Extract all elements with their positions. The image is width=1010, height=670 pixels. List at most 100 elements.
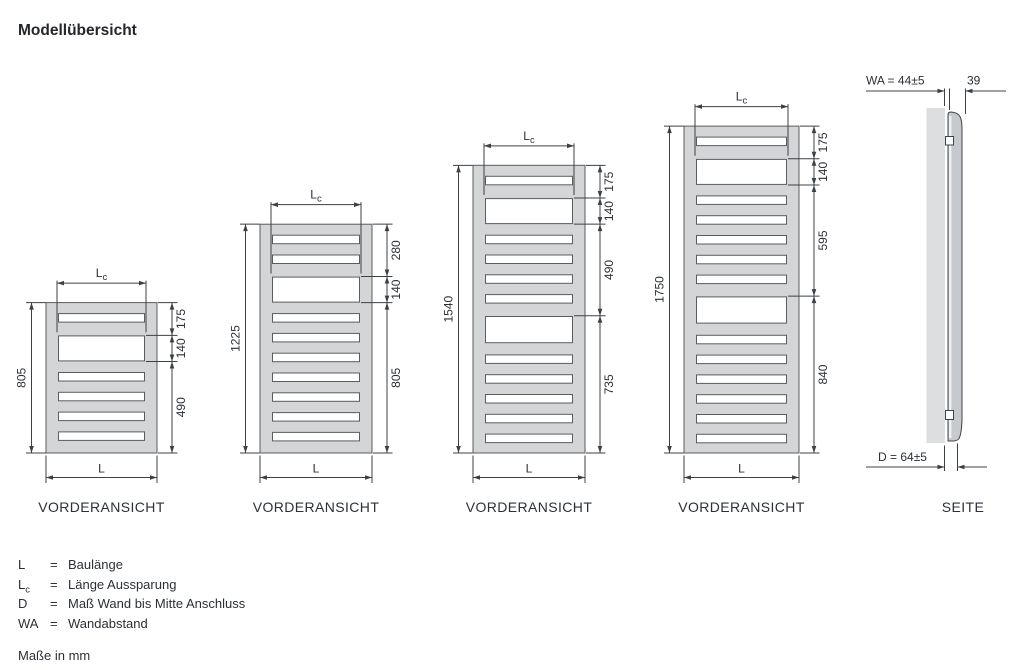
dim-arrow bbox=[271, 202, 278, 207]
dim-arrow bbox=[597, 198, 603, 206]
dim-arrow bbox=[811, 184, 817, 192]
legend-equals: = bbox=[50, 576, 58, 592]
cutout-dim-label: Lc bbox=[310, 188, 322, 205]
radiator-slot bbox=[58, 411, 145, 422]
cutout-dim-label: Lc bbox=[736, 90, 748, 107]
radiator-slot bbox=[58, 391, 145, 402]
dim-arrow bbox=[597, 224, 603, 232]
height-dim-label: 1540 bbox=[442, 295, 456, 322]
dim-arrow bbox=[384, 295, 390, 303]
legend-row-l: L = Baulänge bbox=[18, 555, 245, 575]
radiator-slot bbox=[58, 313, 145, 323]
dim-arrow bbox=[965, 88, 973, 94]
legend-desc: Wandabstand bbox=[68, 615, 148, 631]
height-dim-label: 1750 bbox=[653, 276, 667, 303]
legend-desc: Baulänge bbox=[68, 557, 123, 572]
page-title: Modellübersicht bbox=[18, 22, 137, 39]
dim-arrow bbox=[811, 289, 817, 297]
dim-arrow bbox=[811, 296, 817, 304]
cutout-subscript: c bbox=[317, 194, 322, 205]
radiator-slot bbox=[696, 136, 787, 147]
dim-arrow bbox=[384, 224, 390, 232]
dim-arrow bbox=[169, 361, 175, 369]
dim-arrow bbox=[169, 335, 175, 343]
section-dim-label: 140 bbox=[174, 338, 188, 358]
radiator-slot bbox=[272, 352, 360, 363]
dim-arrow bbox=[811, 126, 817, 134]
legend-symbol: WA bbox=[18, 615, 39, 631]
radiator-slot bbox=[696, 195, 787, 205]
section-dim-label: 140 bbox=[816, 162, 830, 182]
cutout-symbol: L bbox=[310, 188, 317, 202]
legend-symbol: Lc bbox=[18, 576, 30, 596]
cutout-symbol: L bbox=[736, 90, 743, 104]
dim-arrow bbox=[597, 165, 603, 173]
radiator-slot bbox=[696, 334, 787, 345]
section-dim-label: 490 bbox=[602, 260, 616, 280]
cutout-subscript: c bbox=[530, 135, 535, 146]
radiator-opening bbox=[696, 158, 787, 185]
dim-arrow bbox=[57, 280, 64, 286]
radiator-opening bbox=[485, 316, 573, 344]
radiator-slot bbox=[696, 394, 787, 404]
dim-arrow bbox=[384, 276, 390, 284]
legend-symbol: L bbox=[18, 557, 26, 572]
legend-desc: Maß Wand bis Mitte Anschluss bbox=[68, 596, 246, 611]
dim-arrow bbox=[29, 446, 34, 453]
radiator-slot bbox=[58, 431, 145, 441]
section-dim-label: 490 bbox=[174, 397, 188, 417]
wa-dim-label: WA = 44±5 bbox=[866, 74, 925, 88]
dim-arrow bbox=[684, 475, 691, 480]
dim-arrow bbox=[243, 446, 248, 453]
dim-arrow bbox=[484, 143, 491, 149]
radiator-opening bbox=[485, 198, 573, 225]
dim-arrow bbox=[811, 446, 817, 453]
legend-equals: = bbox=[50, 615, 58, 631]
cutout-dim-label: Lc bbox=[523, 129, 535, 146]
section-dim-label: 140 bbox=[602, 201, 616, 221]
radiator-slot bbox=[485, 234, 573, 245]
view-label-side: SEITE bbox=[941, 499, 985, 515]
side-view: WA = 44±5 39 D = 64±5 bbox=[866, 74, 1006, 471]
radiator-slot bbox=[696, 433, 787, 444]
section-dim-label: 840 bbox=[816, 364, 830, 384]
dim-arrow bbox=[957, 464, 965, 470]
cutout-subscript: c bbox=[742, 96, 747, 107]
section-dim-label: 175 bbox=[602, 171, 616, 191]
legend-row-lc: Lc = Länge Aussparung bbox=[18, 575, 245, 596]
radiator-opening bbox=[58, 335, 145, 362]
view-label-front-1: VORDERANSICHT bbox=[38, 499, 165, 515]
dim-arrow bbox=[150, 475, 157, 480]
radiator-opening bbox=[696, 296, 787, 324]
dim-arrow bbox=[456, 165, 461, 173]
section-dim-label: 140 bbox=[389, 279, 403, 299]
dim-arrow bbox=[578, 475, 585, 480]
cutout-dim-label: Lc bbox=[96, 266, 108, 283]
dim-arrow bbox=[384, 269, 390, 277]
length-dim-label: L bbox=[526, 462, 533, 476]
view-label-front-2: VORDERANSICHT bbox=[252, 499, 380, 515]
dim-arrow bbox=[567, 143, 574, 149]
radiator-slot bbox=[485, 254, 573, 264]
dim-arrow bbox=[384, 302, 390, 310]
radiator-slot bbox=[272, 254, 360, 264]
dim-arrow bbox=[811, 151, 817, 159]
view-label-front-3: VORDERANSICHT bbox=[465, 499, 593, 515]
dim-arrow bbox=[667, 446, 672, 453]
dim-arrow bbox=[260, 475, 267, 480]
dim-arrow bbox=[473, 475, 480, 480]
section-dim-label: 175 bbox=[174, 309, 188, 329]
dim-arrow bbox=[811, 158, 817, 166]
wall bbox=[926, 108, 945, 443]
radiator-slot bbox=[696, 215, 787, 225]
radiator-slot bbox=[485, 175, 573, 186]
dim-arrow bbox=[597, 308, 603, 316]
dim-arrow bbox=[695, 104, 702, 109]
length-dim-label: L bbox=[98, 462, 105, 476]
height-dim-label: 805 bbox=[15, 367, 29, 387]
dim-arrow bbox=[29, 302, 34, 310]
